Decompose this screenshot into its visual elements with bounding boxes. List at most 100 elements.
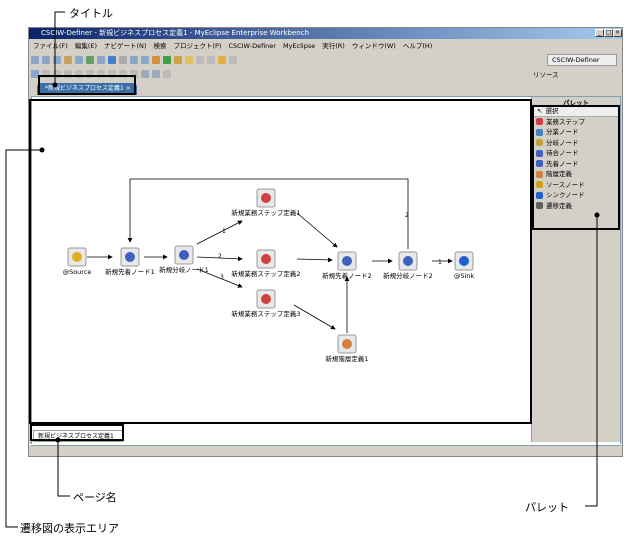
debug-icon[interactable] bbox=[152, 56, 160, 64]
edge-step2-join2[interactable] bbox=[296, 257, 333, 263]
prev-annotation-icon[interactable] bbox=[207, 56, 215, 64]
align6-icon[interactable] bbox=[97, 70, 105, 78]
run-icon[interactable] bbox=[163, 56, 171, 64]
perspective-csciw[interactable]: CSCIW-Definer bbox=[547, 54, 617, 66]
menu-search[interactable]: 検索 bbox=[153, 42, 167, 50]
palette-item[interactable]: 分岐ノード bbox=[532, 138, 620, 149]
menu-run[interactable]: 実行(R) bbox=[322, 42, 345, 50]
node-label: 新規先着ノード1 bbox=[105, 267, 155, 276]
menu-window[interactable]: ウィンドウ(W) bbox=[351, 42, 396, 50]
edge-branch1-step1[interactable] bbox=[196, 220, 243, 245]
folder-icon[interactable] bbox=[185, 56, 193, 64]
save-icon[interactable] bbox=[42, 56, 50, 64]
print-icon[interactable] bbox=[53, 56, 61, 64]
palette-select-label: 選択 bbox=[545, 107, 559, 115]
deploy-icon[interactable] bbox=[86, 56, 94, 64]
palette-item[interactable]: 遷移定義 bbox=[532, 201, 620, 212]
node-label: 新規業務ステップ定義3 bbox=[231, 309, 300, 318]
align3-icon[interactable] bbox=[64, 70, 72, 78]
zoom-out-icon[interactable] bbox=[152, 70, 160, 78]
edge-label: 2 bbox=[405, 212, 409, 219]
palette-item-label: シンクノード bbox=[546, 191, 585, 199]
globe-icon[interactable] bbox=[108, 56, 116, 64]
zoom-in-icon[interactable] bbox=[141, 70, 149, 78]
align-icon[interactable] bbox=[42, 70, 50, 78]
minimize-button[interactable]: _ bbox=[595, 29, 604, 37]
wizard2-icon[interactable] bbox=[75, 56, 83, 64]
node-glyph-icon bbox=[125, 252, 135, 262]
callout-page-name: ページ名 bbox=[73, 491, 117, 504]
edge-label: 2 bbox=[218, 253, 222, 260]
node-branch1[interactable]: 新規分岐ノード1 bbox=[159, 245, 209, 274]
title-bar: CSCIW-Definer - 新規ビジネスプロセス定義1 - MyEclips… bbox=[29, 28, 622, 39]
node-sink[interactable]: @Sink bbox=[454, 251, 475, 280]
node-glyph-icon bbox=[72, 252, 82, 262]
layout-icon[interactable] bbox=[31, 70, 39, 78]
open-icon[interactable] bbox=[130, 56, 138, 64]
edge-step3-hier[interactable] bbox=[293, 304, 336, 330]
node-hier[interactable]: 新規階層定義1 bbox=[325, 334, 369, 363]
match3-icon[interactable] bbox=[130, 70, 138, 78]
node-step1[interactable]: 新規業務ステップ定義1 bbox=[231, 188, 301, 217]
match-icon[interactable] bbox=[108, 70, 116, 78]
edge-branch1-step2[interactable] bbox=[196, 256, 243, 262]
menu-help[interactable]: ヘルプ(H) bbox=[402, 42, 433, 50]
node-join2[interactable]: 新規先着ノード2 bbox=[322, 251, 372, 280]
window-title: CSCIW-Definer - 新規ビジネスプロセス定義1 - MyEclips… bbox=[41, 29, 309, 37]
perspective-resource[interactable]: リソース bbox=[533, 71, 559, 79]
palette-item[interactable]: 階層定義 bbox=[532, 169, 620, 180]
palette-item-icon bbox=[536, 181, 543, 189]
node-glyph-icon bbox=[403, 256, 413, 266]
palette-item[interactable]: 分業ノード bbox=[532, 127, 620, 138]
align4-icon[interactable] bbox=[75, 70, 83, 78]
node-join1[interactable]: 新規先着ノード1 bbox=[105, 247, 155, 276]
menu-navigate[interactable]: ナビゲート(N) bbox=[104, 42, 147, 50]
server-icon[interactable] bbox=[97, 56, 105, 64]
palette-item-icon bbox=[536, 118, 543, 126]
node-label: 新規業務ステップ定義1 bbox=[231, 208, 300, 217]
wizard-icon[interactable] bbox=[64, 56, 72, 64]
back-icon[interactable] bbox=[218, 56, 226, 64]
palette-item[interactable]: 先着ノード bbox=[532, 159, 620, 170]
palette-title: パレット bbox=[563, 99, 589, 107]
edge-step1-join2[interactable] bbox=[296, 212, 338, 248]
close-button[interactable]: × bbox=[613, 29, 622, 37]
edit-icon[interactable] bbox=[119, 56, 127, 64]
new-icon[interactable] bbox=[31, 56, 39, 64]
callout-diagram-area: 遷移図の表示エリア bbox=[20, 522, 119, 535]
palette-item[interactable]: 業務ステップ bbox=[532, 117, 620, 128]
menu-file[interactable]: ファイル(F) bbox=[33, 42, 68, 50]
close-tab-icon[interactable]: × bbox=[125, 85, 131, 92]
align5-icon[interactable] bbox=[86, 70, 94, 78]
menu-bar: ファイル(F) 編集(E) ナビゲート(N) 検索 プロジェクト(P) CSCI… bbox=[29, 40, 622, 52]
forward-icon[interactable] bbox=[229, 56, 237, 64]
callout-title: タイトル bbox=[69, 7, 113, 20]
tool-icon[interactable] bbox=[174, 56, 182, 64]
edge-branch1-step3[interactable] bbox=[196, 268, 243, 288]
node-step3[interactable]: 新規業務ステップ定義3 bbox=[231, 289, 301, 318]
palette-item[interactable]: ソースノード bbox=[532, 180, 620, 191]
maximize-button[interactable]: □ bbox=[604, 29, 613, 37]
editor-tab[interactable]: *新規ビジネスプロセス定義1 × bbox=[37, 83, 137, 95]
menu-project[interactable]: プロジェクト(P) bbox=[173, 42, 222, 50]
menu-myeclipse[interactable]: MyEclipse bbox=[282, 42, 316, 50]
callout-palette: パレット bbox=[525, 501, 569, 514]
palette-item-label: 分業ノード bbox=[546, 128, 579, 136]
node-branch2[interactable]: 新規分岐ノード2 bbox=[383, 251, 433, 280]
palette-item-icon bbox=[536, 149, 543, 157]
palette-item[interactable]: 待合ノード bbox=[532, 148, 620, 159]
console-icon[interactable] bbox=[141, 56, 149, 64]
palette-item[interactable]: シンクノード bbox=[532, 190, 620, 201]
next-annotation-icon[interactable] bbox=[196, 56, 204, 64]
zoom-fit-icon[interactable] bbox=[163, 70, 171, 78]
menu-csciw[interactable]: CSCIW-Definer bbox=[228, 42, 276, 50]
node-label: 新規業務ステップ定義2 bbox=[231, 269, 300, 278]
match2-icon[interactable] bbox=[119, 70, 127, 78]
node-step2[interactable]: 新規業務ステップ定義2 bbox=[231, 249, 301, 278]
edge-branch2-join1[interactable] bbox=[127, 178, 409, 249]
node-label: 新規階層定義1 bbox=[325, 354, 368, 363]
node-source[interactable]: @Source bbox=[63, 247, 92, 276]
menu-edit[interactable]: 編集(E) bbox=[74, 42, 97, 50]
